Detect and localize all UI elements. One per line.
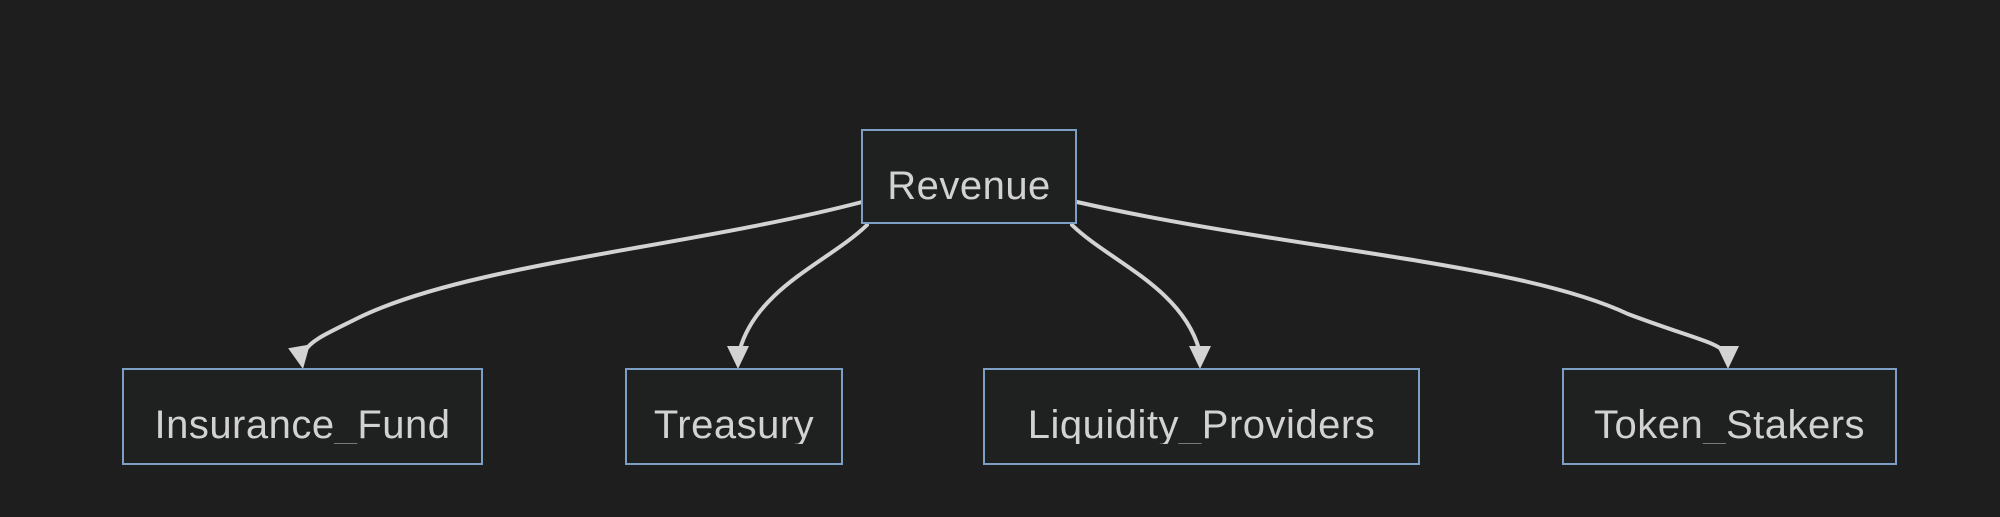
node-treasury: Treasury [625,368,843,465]
node-insurance-fund: Insurance_Fund [122,368,483,465]
node-label: Treasury [653,404,815,444]
node-label: Token_Stakers [1593,404,1866,444]
node-label: Liquidity_Providers [1027,404,1376,444]
edge-revenue-to-token-stakers [1075,200,1728,355]
node-label: Revenue [887,165,1051,205]
arrowhead-icon [727,346,749,369]
edge-revenue-to-insurance-fund [303,200,864,353]
edge-revenue-to-treasury [738,223,869,351]
node-token-stakers: Token_Stakers [1562,368,1897,465]
arrowhead-icon [1717,346,1739,369]
arrowhead-icon [1189,346,1211,369]
node-label: Insurance_Fund [154,404,451,444]
edge-revenue-to-liquidity-providers [1070,223,1201,351]
arrowhead-icon [288,344,310,369]
node-revenue: Revenue [861,129,1077,224]
node-liquidity-providers: Liquidity_Providers [983,368,1420,465]
